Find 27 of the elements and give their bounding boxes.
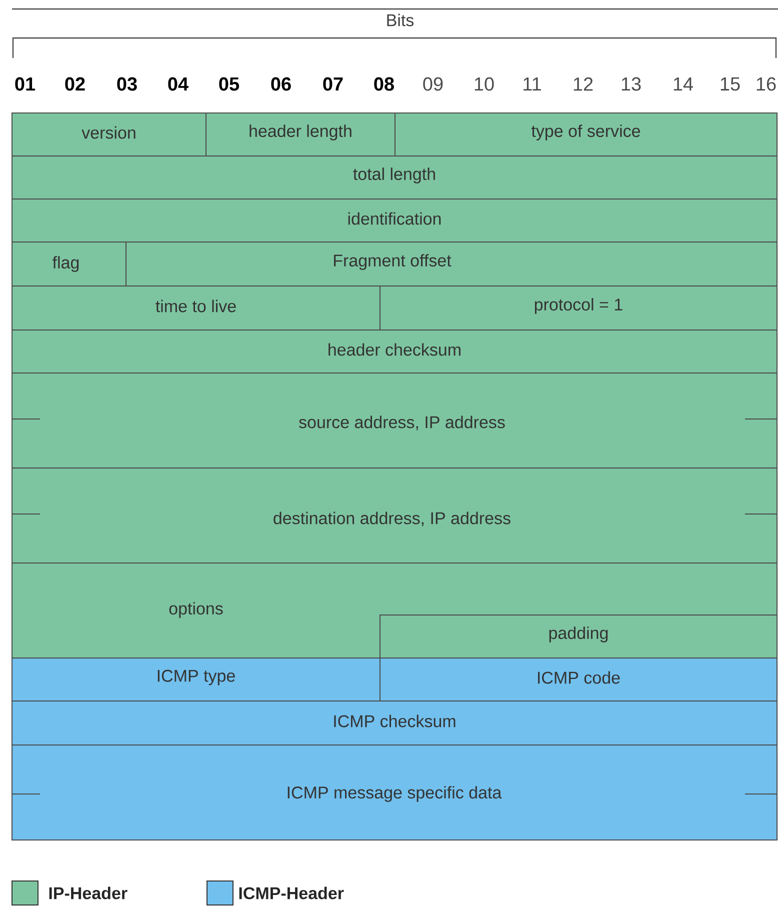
field-box: padding	[380, 614, 778, 658]
field-box: ICMP code	[380, 658, 778, 702]
bit-number: 01	[15, 77, 36, 91]
field-box: protocol = 1	[380, 286, 778, 330]
bit-number: 14	[674, 77, 693, 91]
bit-number: 10	[474, 77, 494, 91]
bit-number: 07	[323, 77, 343, 91]
bit-number: 03	[117, 77, 137, 91]
bit-number: 05	[219, 77, 240, 91]
bit-number: 02	[65, 77, 85, 91]
bit-number: 16	[756, 77, 776, 91]
bit-number: 04	[168, 77, 188, 91]
bit-number: 09	[423, 77, 443, 91]
legend-label: ICMP-Header	[239, 886, 344, 900]
axis-title: Bits	[387, 14, 414, 26]
bit-number: 12	[574, 77, 593, 91]
field-box: flag	[12, 242, 126, 286]
legend-label: IP-Header	[49, 886, 128, 900]
bit-number: 15	[720, 77, 740, 91]
field-box: header length	[206, 112, 396, 156]
field-box: version	[12, 112, 206, 156]
bit-number: 11	[524, 77, 541, 91]
bit-number: 08	[374, 77, 394, 91]
field-box: destination address, IP address	[12, 468, 778, 564]
field-box: ICMP type	[12, 658, 380, 702]
bit-number: 06	[271, 77, 291, 91]
bit-number: 13	[622, 77, 641, 91]
